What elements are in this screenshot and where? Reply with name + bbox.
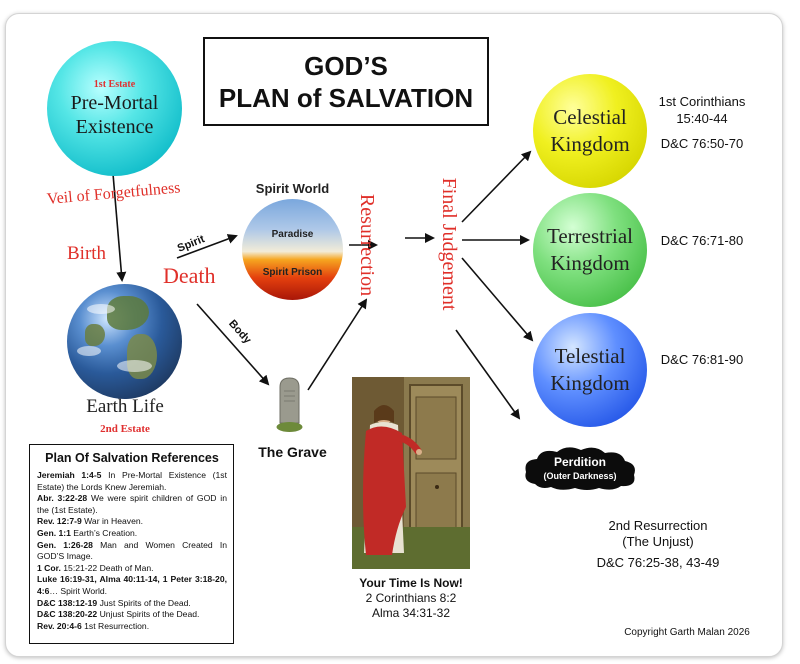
pre-mortal-circle: 1st Estate Pre-Mortal Existence xyxy=(47,41,182,176)
reference-text: In Pre-Mortal Existence (1st Estate) the… xyxy=(37,470,227,492)
reference-text: 15:21-22 Death of Man. xyxy=(60,562,154,573)
reference-text: … Spirit World. xyxy=(49,585,108,596)
perdition-subtitle: (Outer Darkness) xyxy=(543,471,617,481)
terrestrial-line-2: Kingdom xyxy=(550,251,630,275)
reference-text: Earth’s Creation. xyxy=(70,527,138,538)
perdition-cloud: Perdition (Outer Darkness) xyxy=(521,444,639,492)
earth-landmass xyxy=(85,324,105,346)
copyright-label: Copyright Garth Malan 2026 xyxy=(624,627,750,638)
references-box: Plan Of Salvation References Jeremiah 1:… xyxy=(29,444,234,644)
title-line-1: GOD’S xyxy=(304,50,388,81)
reference-item: 1 Cor. 15:21-22 Death of Man. xyxy=(37,563,227,575)
picture-caption-3: Alma 34:31-32 xyxy=(371,606,451,620)
reference-citation: Luke 16:19-31, Alma 40:11-14, 1 Peter 3:… xyxy=(37,574,227,596)
reference-item: Gen. 1:26-28 Man and Women Created In GO… xyxy=(37,540,227,563)
reference-text: Just Spirits of the Dead. xyxy=(97,597,191,608)
celestial-kingdom-circle: Celestial Kingdom xyxy=(533,74,647,188)
telestial-kingdom-circle: Telestial Kingdom xyxy=(533,313,647,427)
earth-globe xyxy=(67,284,182,399)
birth-label: Birth xyxy=(67,243,107,264)
celestial-ref-1: 1st Corinthians xyxy=(658,94,746,109)
title-box: GOD’S PLAN of SALVATION xyxy=(203,37,489,126)
reference-citation: Rev. 20:4-6 xyxy=(37,620,82,631)
arrow-judgement-to-telestial xyxy=(461,257,534,342)
reference-citation: Gen. 1:26-28 xyxy=(37,539,93,550)
reference-citation: 1 Cor. xyxy=(37,562,61,573)
earth-cloud xyxy=(77,346,101,356)
arrow-grave-to-resurrection xyxy=(307,298,368,391)
arrow-judgement-to-perdition xyxy=(455,329,521,420)
terrestrial-kingdom-circle: Terrestrial Kingdom xyxy=(533,193,647,307)
references-heading: Plan Of Salvation References xyxy=(45,451,219,465)
perdition-title: Perdition xyxy=(553,455,606,469)
telestial-line-2: Kingdom xyxy=(550,371,630,395)
christ-at-door-painting xyxy=(352,377,470,569)
reference-citation: Jeremiah 1:4-5 xyxy=(37,470,102,480)
pre-mortal-line-2: Existence xyxy=(75,115,154,138)
earth-life-label: Earth Life xyxy=(86,396,164,417)
arrow-judgement-to-celestial xyxy=(461,150,532,223)
reference-text: Unjust Spirits of the Dead. xyxy=(97,609,200,620)
earth-cloud xyxy=(87,304,115,314)
reference-citation: D&C 138:20-22 xyxy=(37,609,98,620)
telestial-line-1: Telestial xyxy=(554,344,626,368)
reference-text: We were spirit children of GOD in the (1… xyxy=(37,493,227,515)
celestial-line-1: Celestial xyxy=(553,105,627,129)
arrow-death-to-spirit-world xyxy=(176,234,238,259)
celestial-ref-2: 15:40-44 xyxy=(676,111,728,126)
second-resurrection-line-1: 2nd Resurrection xyxy=(608,518,708,533)
tombstone-icon xyxy=(276,375,303,433)
celestial-line-2: Kingdom xyxy=(550,132,630,156)
reference-citation: D&C 138:12-19 xyxy=(37,597,98,608)
earth-cloud xyxy=(117,360,152,372)
reference-item: D&C 138:12-19 Just Spirits of the Dead. xyxy=(37,598,227,610)
spirit-prison-label: Spirit Prison xyxy=(262,267,323,278)
second-estate-label: 2nd Estate xyxy=(100,423,150,435)
reference-citation: Rev. 12:7-9 xyxy=(37,516,82,527)
picture-caption-1: Your Time Is Now! xyxy=(359,576,463,590)
reference-text: War in Heaven. xyxy=(81,516,144,527)
reference-item: D&C 138:20-22 Unjust Spirits of the Dead… xyxy=(37,609,227,621)
terrestrial-line-1: Terrestrial xyxy=(547,224,633,248)
arrow-premortal-to-earth xyxy=(111,161,127,282)
title-line-2: PLAN of SALVATION xyxy=(218,82,474,113)
second-resurrection-ref: D&C 76:25-38, 43-49 xyxy=(596,555,720,570)
celestial-ref-3: D&C 76:50-70 xyxy=(660,136,744,151)
earth-landmass xyxy=(107,296,149,330)
reference-item: Gen. 1:1 Earth’s Creation. xyxy=(37,528,227,540)
arrow-death-to-grave xyxy=(196,303,270,386)
reference-item: Rev. 12:7-9 War in Heaven. xyxy=(37,516,227,528)
spirit-world-title: Spirit World xyxy=(255,181,330,196)
pre-mortal-line-1: Pre-Mortal xyxy=(70,91,159,114)
final-judgement-label: Final Judgement xyxy=(438,177,460,311)
reference-item: Abr. 3:22-28 We were spirit children of … xyxy=(37,493,227,516)
second-resurrection-line-2: (The Unjust) xyxy=(622,534,694,549)
paradise-label: Paradise xyxy=(271,229,314,240)
reference-text: Man and Women Created In GOD’S Image. xyxy=(37,539,228,562)
resurrection-label: Resurrection xyxy=(356,193,378,297)
reference-text: 1st Resurrection. xyxy=(81,620,150,631)
reference-citation: Abr. 3:22-28 xyxy=(37,493,88,504)
reference-citation: Gen. 1:1 xyxy=(37,527,71,538)
reference-item: Rev. 20:4-6 1st Resurrection. xyxy=(37,621,227,633)
reference-item: Jeremiah 1:4-5 In Pre-Mortal Existence (… xyxy=(37,470,227,493)
telestial-ref: D&C 76:81-90 xyxy=(660,352,744,367)
spirit-world-circle: Paradise Spirit Prison xyxy=(242,199,343,300)
first-estate-label: 1st Estate xyxy=(93,78,136,90)
terrestrial-ref: D&C 76:71-80 xyxy=(660,233,744,248)
death-label: Death xyxy=(163,263,216,288)
picture-caption-2: 2 Corinthians 8:2 xyxy=(365,591,457,605)
earth-landmass xyxy=(127,334,157,379)
reference-item: Luke 16:19-31, Alma 40:11-14, 1 Peter 3:… xyxy=(37,574,227,597)
grave-label: The Grave xyxy=(258,444,327,460)
